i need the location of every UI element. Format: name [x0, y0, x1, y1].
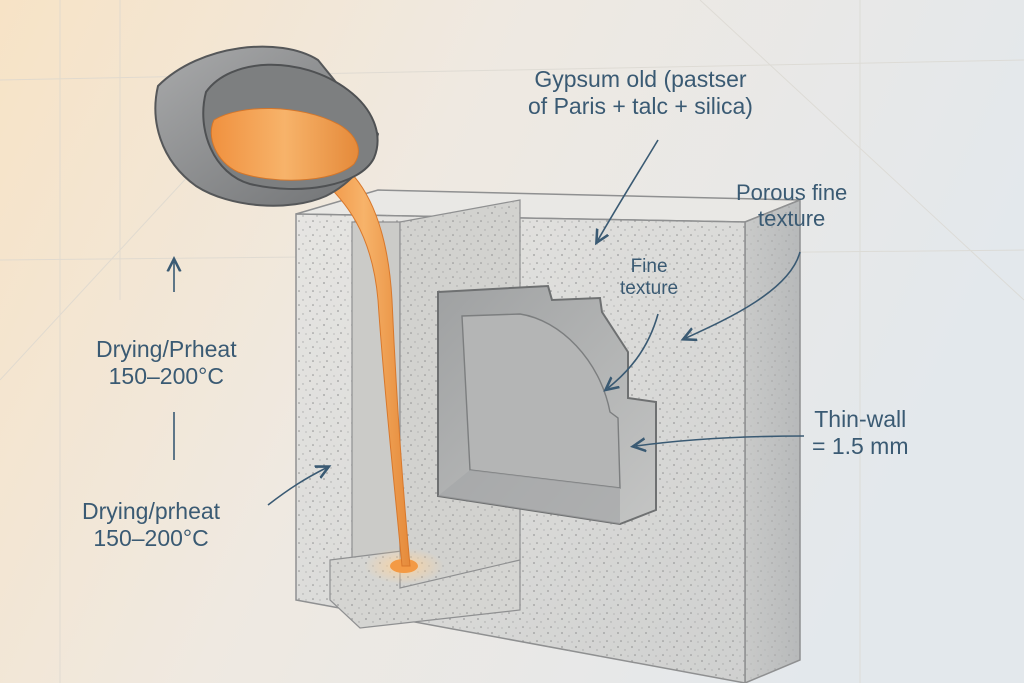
porous-arrow: [686, 251, 801, 338]
thinwall-label: Thin-wall = 1.5 mm: [812, 406, 909, 460]
porous-texture-label: Porous fine texture: [736, 180, 847, 232]
drying-preheat-upper-line2: 150–200°C: [108, 363, 224, 390]
mold-right-face-pores: [745, 200, 800, 683]
drying-preheat-lower-label: Drying/prheat 150–200°C: [82, 498, 220, 552]
cavity-inner-wall: [461, 313, 621, 489]
thinwall-label-line1: Thin-wall: [814, 406, 907, 432]
thinwall-label-line2: = 1.5 mm: [812, 433, 909, 460]
fine-texture-label-line2: texture: [620, 278, 679, 300]
drying-preheat-lower-line1: Drying/prheat: [82, 498, 221, 524]
fine-texture-label-line1: Fine: [630, 256, 668, 277]
ladle: [154, 45, 380, 207]
thinwall-arrow: [636, 435, 805, 446]
drying-lower-arrow: [267, 468, 326, 506]
drying-preheat-upper-label: Drying/Prheat 150–200°C: [96, 336, 237, 390]
porous-texture-label-line1: Porous fine: [736, 180, 848, 205]
drying-preheat-lower-line2: 150–200°C: [93, 525, 209, 552]
fine-texture-arrow: [608, 313, 659, 388]
annotation-arrows: [174, 139, 805, 506]
gypsum-label: Gypsum old (pastser of Paris + talc + si…: [528, 66, 753, 120]
fine-texture-label: Fine texture: [620, 256, 678, 301]
gypsum-label-line2: of Paris + talc + silica): [528, 93, 753, 120]
gypsum-label-line1: Gypsum old (pastser: [534, 66, 747, 92]
porous-texture-label-line2: texture: [758, 205, 826, 231]
gypsum-arrow: [598, 139, 659, 240]
molten-metal-stream: [316, 167, 411, 567]
cavity-floor: [438, 470, 620, 524]
drying-preheat-upper-line1: Drying/Prheat: [96, 336, 237, 362]
